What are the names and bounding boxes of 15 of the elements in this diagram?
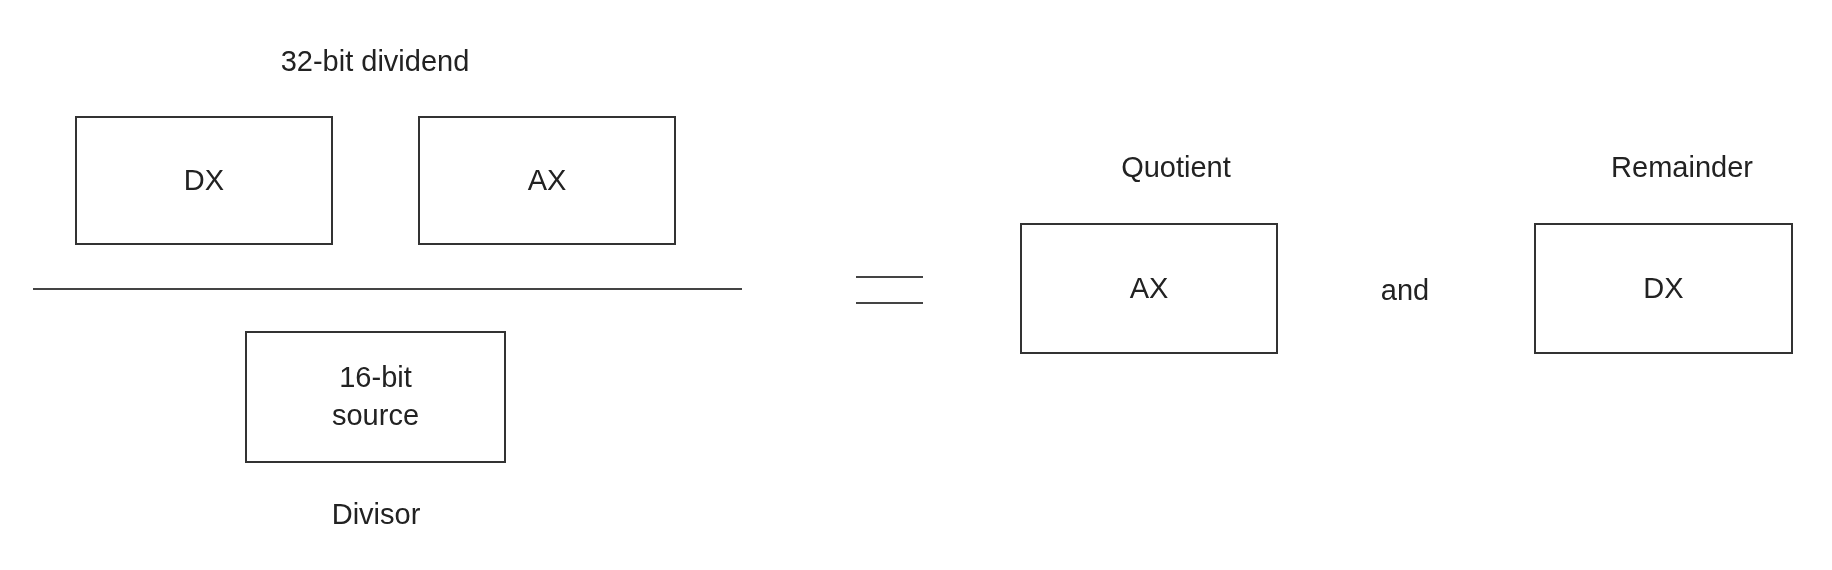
text-label: and (1380, 273, 1430, 307)
register-box (1534, 223, 1793, 354)
register-box (418, 116, 676, 245)
register-box (75, 116, 333, 245)
register-label: DX (183, 162, 225, 198)
register-label: AX (527, 162, 567, 198)
box-caption: Remainder (1611, 150, 1753, 184)
register-label: AX (1129, 270, 1169, 306)
register-label: DX (1643, 270, 1684, 306)
register-label: 16-bit source (330, 360, 420, 433)
text-label: 32-bit dividend (280, 44, 470, 78)
box-caption: Quotient (1121, 150, 1231, 184)
register-box (245, 331, 506, 463)
box-caption: Divisor (331, 497, 421, 531)
register-box (1020, 223, 1278, 354)
